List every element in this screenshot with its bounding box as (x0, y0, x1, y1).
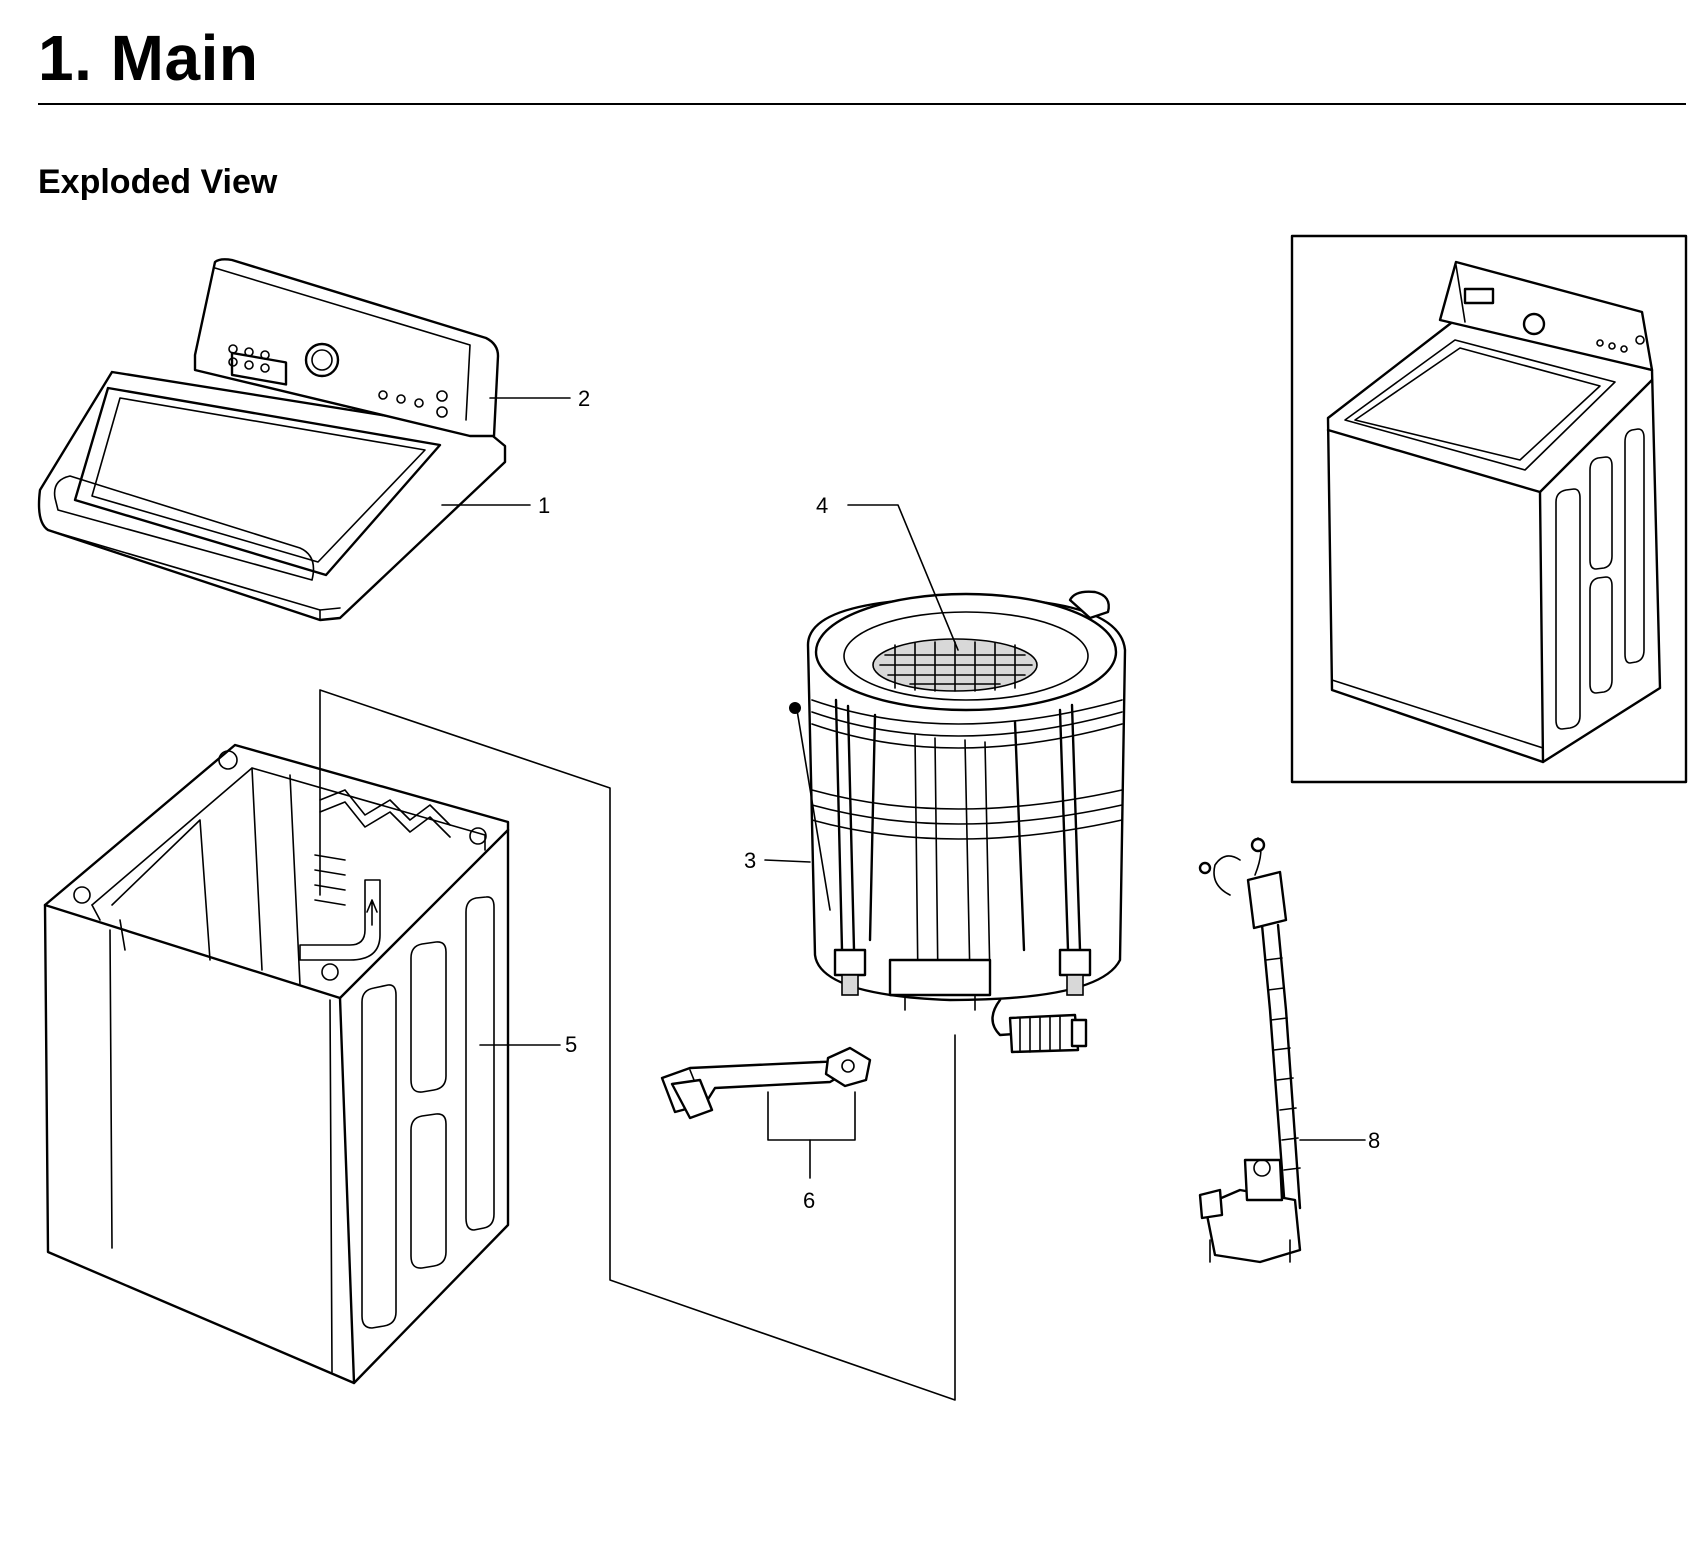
leader-lines (441, 397, 1366, 1141)
callout-8: 8 (1368, 1128, 1380, 1153)
inset-frame (1290, 234, 1688, 784)
diagram-subtitle: Exploded View (38, 163, 278, 201)
lid-door (73, 386, 442, 577)
heater-assembly (660, 1046, 872, 1179)
section-title: 1. Main (38, 22, 259, 94)
cabinet-assembly (43, 743, 510, 1385)
callout-2: 2 (578, 386, 590, 411)
callout-4: 4 (816, 493, 828, 518)
drain-pump (1203, 1188, 1302, 1264)
callout-1: 1 (538, 493, 550, 518)
assembly-bracket-line (319, 689, 956, 1401)
drain-hose (1260, 923, 1287, 1212)
top-cover-assembly (37, 258, 507, 622)
callout-6: 6 (803, 1188, 815, 1213)
assembled-view-inset (1290, 234, 1688, 784)
gasket-bracket (824, 1046, 872, 1088)
drain-pump-assembly (1198, 837, 1302, 1264)
callout-labels: 1 2 3 4 5 6 8 (538, 386, 1380, 1213)
control-panel (193, 258, 500, 438)
basket-mesh (872, 638, 1038, 692)
callout-5: 5 (565, 1032, 577, 1057)
display-window (230, 351, 288, 386)
callout-3: 3 (744, 848, 756, 873)
tub-assembly (789, 590, 1127, 1054)
cabinet (43, 743, 510, 1385)
title-divider (38, 103, 1686, 105)
dial-knob (304, 342, 340, 378)
